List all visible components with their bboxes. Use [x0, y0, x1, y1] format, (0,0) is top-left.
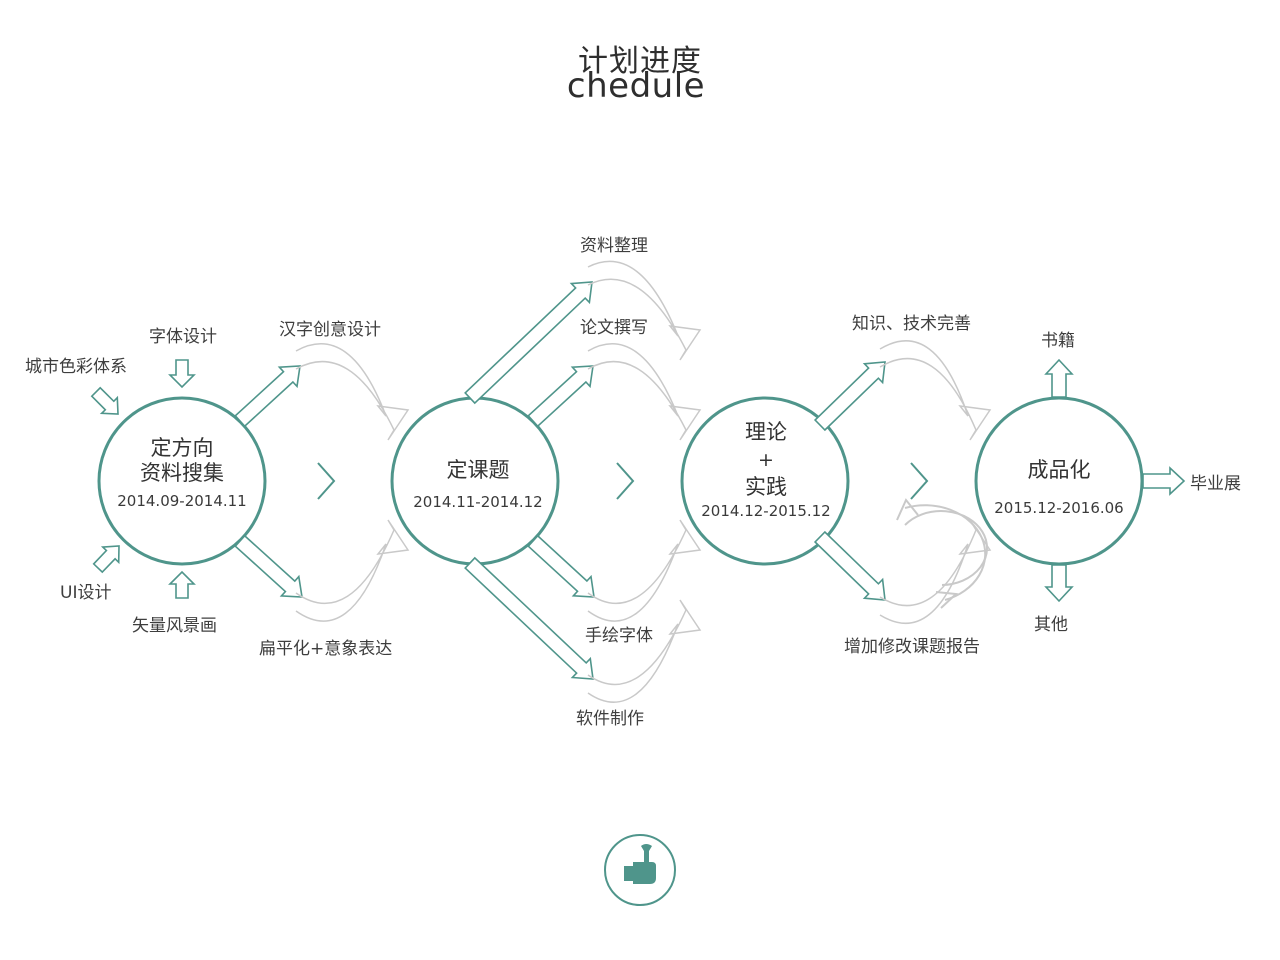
input-arrow-font-design [168, 359, 196, 389]
label-software: 软件制作 [576, 709, 644, 729]
arrow-to-data-sorting [464, 281, 593, 405]
node-circle-4 [974, 396, 1144, 566]
arrow-to-book [1044, 358, 1074, 398]
arc-software [587, 599, 702, 703]
label-vector-landscape: 矢量风景画 [132, 616, 217, 636]
label-hand-font: 手绘字体 [585, 626, 653, 646]
label-hanzi-creative: 汉字创意设计 [279, 320, 381, 340]
arrow-to-flat-expression [234, 534, 303, 598]
label-graduation-show: 毕业展 [1190, 474, 1241, 494]
cycle-arrow-icon [896, 498, 988, 609]
arrow-to-graduation-show [1142, 466, 1186, 496]
chevron-icon-3 [910, 462, 929, 500]
chevron-icon-1 [317, 462, 336, 500]
node-2-dates: 2014.11-2014.12 [413, 493, 543, 511]
node-1-title-line-1: 定方向 [150, 436, 214, 460]
arc-data-sorting [587, 260, 702, 361]
arc-hand-font [587, 519, 702, 622]
node-4-title: 成品化 [1027, 458, 1091, 482]
arrow-to-hanzi-creative [234, 365, 301, 428]
node-2: 定课题 2014.11-2014.12 [413, 458, 542, 511]
node-1-title-line-2: 资料搜集 [139, 461, 224, 485]
arrow-to-knowledge-tech [813, 361, 886, 432]
arrow-to-hand-font [527, 534, 595, 598]
label-thesis-writing: 论文撰写 [580, 318, 648, 338]
input-arrow-vector-landscape [168, 570, 196, 599]
arc-thesis-writing [587, 343, 702, 441]
node-3: 理论 + 实践 2014.12-2015.12 [701, 420, 830, 520]
arc-flat-expression [295, 519, 410, 622]
node-3-title-line-3: 实践 [744, 475, 787, 499]
node-2-title: 定课题 [446, 458, 510, 482]
arrow-to-software [464, 556, 594, 680]
arrow-to-thesis-writing [527, 365, 594, 428]
arc-knowledge-tech [879, 340, 992, 441]
label-other: 其他 [1034, 615, 1068, 635]
node-4: 成品化 2015.12-2016.06 [994, 458, 1123, 517]
arc-add-modify-report [879, 519, 992, 625]
node-1-dates: 2014.09-2014.11 [117, 492, 247, 510]
label-font-design: 字体设计 [149, 327, 217, 347]
label-ui-design: UI设计 [60, 583, 112, 603]
label-flat-expression: 扁平化+意象表达 [259, 639, 393, 659]
node-3-title-line-1: 理论 [744, 420, 787, 444]
node-circle-3 [680, 396, 850, 566]
arc-hanzi-creative [295, 343, 410, 441]
label-add-modify-report: 增加修改课题报告 [844, 637, 980, 657]
label-data-sorting: 资料整理 [580, 236, 648, 256]
page-subtitle: chedule [566, 66, 706, 106]
arrow-to-other [1044, 564, 1074, 603]
node-3-dates: 2014.12-2015.12 [701, 502, 831, 520]
node-4-dates: 2015.12-2016.06 [994, 499, 1124, 517]
input-arrow-ui-design [92, 545, 120, 574]
page-title: 计划进度 [578, 44, 702, 79]
node-3-title-line-2: + [758, 449, 774, 471]
hand-wrench-icon [604, 834, 676, 906]
arrow-to-add-modify-report [813, 530, 886, 601]
label-knowledge-tech: 知识、技术完善 [852, 314, 971, 334]
label-book: 书籍 [1041, 331, 1075, 351]
chevron-icon-2 [616, 462, 635, 500]
node-1: 定方向 资料搜集 2014.09-2014.11 [117, 436, 246, 510]
label-city-color: 城市色彩体系 [25, 357, 127, 377]
arrow-layer [90, 260, 1186, 703]
input-arrow-city-color [90, 386, 119, 415]
node-circle-1 [97, 396, 267, 566]
